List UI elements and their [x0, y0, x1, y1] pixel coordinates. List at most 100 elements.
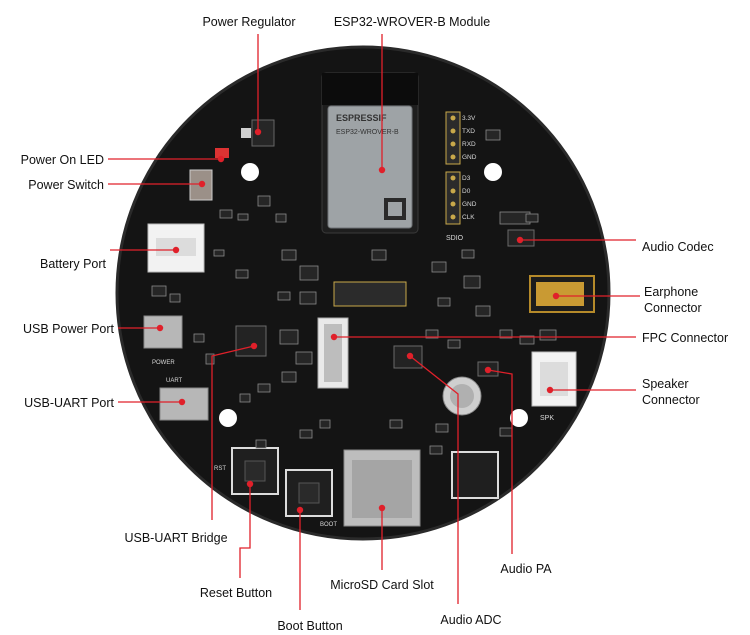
callout-microsd-slot-dot: [378, 504, 386, 512]
smd-component: [519, 335, 535, 345]
uart-silk: UART: [166, 378, 183, 384]
smd-component: [425, 329, 439, 339]
pin-label: D0: [462, 188, 471, 195]
label-audio-adc: Audio ADC: [440, 613, 502, 627]
pin-label: GND: [462, 201, 477, 208]
callout-battery-port-dot: [172, 246, 180, 254]
pin-pad: [450, 214, 456, 220]
smd-component: [151, 285, 167, 297]
usb-uart-bridge-chip: [235, 325, 267, 357]
smd-component: [169, 293, 181, 303]
label-microsd-slot: MicroSD Card Slot: [330, 578, 434, 592]
label-power-switch: Power Switch: [28, 178, 104, 192]
smd-component: [235, 269, 249, 279]
smd-component: [257, 383, 271, 393]
reset-button-cap: [244, 460, 266, 482]
mounting-hole: [219, 409, 237, 427]
pcb-edge: [115, 45, 611, 541]
callout-usb-uart-port-dot: [178, 398, 186, 406]
label-speaker-connector-line2: Connector: [642, 393, 700, 407]
smd-component: [499, 427, 513, 437]
smd-component: [279, 329, 299, 345]
label-audio-codec: Audio Codec: [642, 240, 714, 254]
smd-component: [475, 305, 491, 317]
qr-code-inner: [388, 202, 402, 216]
smd-component: [193, 333, 205, 343]
smd-component: [435, 423, 449, 433]
smd-component: [499, 211, 531, 225]
smd-component: [431, 261, 447, 273]
rst-silk: RST: [214, 466, 226, 472]
header-pins-top: [445, 111, 461, 165]
callout-lines: [108, 34, 640, 610]
mounting-hole: [241, 163, 259, 181]
pin-pad: [450, 141, 456, 147]
label-speaker-connector-line1: Speaker: [642, 377, 689, 391]
header-pins-bottom: [445, 171, 461, 225]
smd-component: [299, 291, 317, 305]
smd-component: [389, 419, 403, 429]
smd-component: [539, 329, 557, 341]
label-battery-port: Battery Port: [40, 257, 106, 271]
label-usb-uart-port: USB-UART Port: [24, 396, 114, 410]
dual-header: [333, 281, 407, 307]
callout-reset-button: [239, 484, 251, 578]
callout-speaker-connector-dot: [546, 386, 554, 394]
smd-component: [257, 195, 271, 207]
smd-component: [275, 213, 287, 223]
callout-audio-pa: [487, 369, 513, 554]
label-boot-button: Boot Button: [277, 619, 343, 633]
callout-power-on-led-dot: [217, 155, 225, 163]
callout-power-regulator-dot: [254, 128, 262, 136]
label-audio-pa: Audio PA: [500, 562, 552, 576]
smd-component: [499, 329, 513, 339]
power-regulator-pad: [241, 128, 251, 138]
label-earphone-connector-line1: Earphone: [644, 285, 699, 299]
callout-audio-adc-dot: [406, 352, 414, 360]
smd-component: [277, 291, 291, 301]
smd-component: [485, 129, 501, 141]
callout-boot-button-dot: [296, 506, 304, 514]
smd-component: [525, 213, 539, 223]
mounting-hole: [510, 409, 528, 427]
smd-component: [461, 249, 475, 259]
speaker-connector-slot: [540, 362, 568, 396]
extra-button-body: [451, 451, 499, 499]
pin-label: RXD: [462, 141, 476, 148]
smd-components: [151, 129, 557, 455]
smd-component: [295, 351, 313, 365]
callout-usb-uart-bridge: [211, 345, 255, 520]
power-silk: POWER: [152, 360, 175, 366]
pin-pad: [450, 154, 456, 160]
smd-component: [239, 393, 251, 403]
boot-button-cap: [298, 482, 320, 504]
smd-component: [319, 419, 331, 429]
esp32-shield: [327, 105, 413, 229]
callout-earphone-connector-dot: [552, 292, 560, 300]
sdio-silk: SDIO: [446, 235, 464, 242]
callout-power-switch-dot: [198, 180, 206, 188]
pin-pad: [450, 201, 456, 207]
pin-label: D3: [462, 175, 471, 182]
smd-component: [447, 339, 461, 349]
pin-pad: [450, 128, 456, 134]
smd-component: [463, 275, 481, 289]
capacitor-top: [450, 384, 474, 408]
spk-silk: SPK: [540, 415, 554, 422]
pin-pad: [450, 188, 456, 194]
callout-reset-button-dot: [246, 480, 254, 488]
callout-fpc-connector-dot: [330, 333, 338, 341]
pin-pad: [450, 175, 456, 181]
smd-component: [429, 445, 443, 455]
smd-component: [299, 429, 313, 439]
label-esp32-module: ESP32-WROVER-B Module: [333, 15, 491, 29]
esp32-antenna: [322, 73, 418, 105]
boot-silk: BOOT: [320, 522, 337, 528]
callout-dots: [156, 128, 560, 514]
label-power-regulator: Power Regulator: [202, 15, 296, 29]
pin-pad: [450, 115, 456, 121]
fpc-connector-slot: [324, 324, 342, 382]
callout-esp32-module-dot: [378, 166, 386, 174]
